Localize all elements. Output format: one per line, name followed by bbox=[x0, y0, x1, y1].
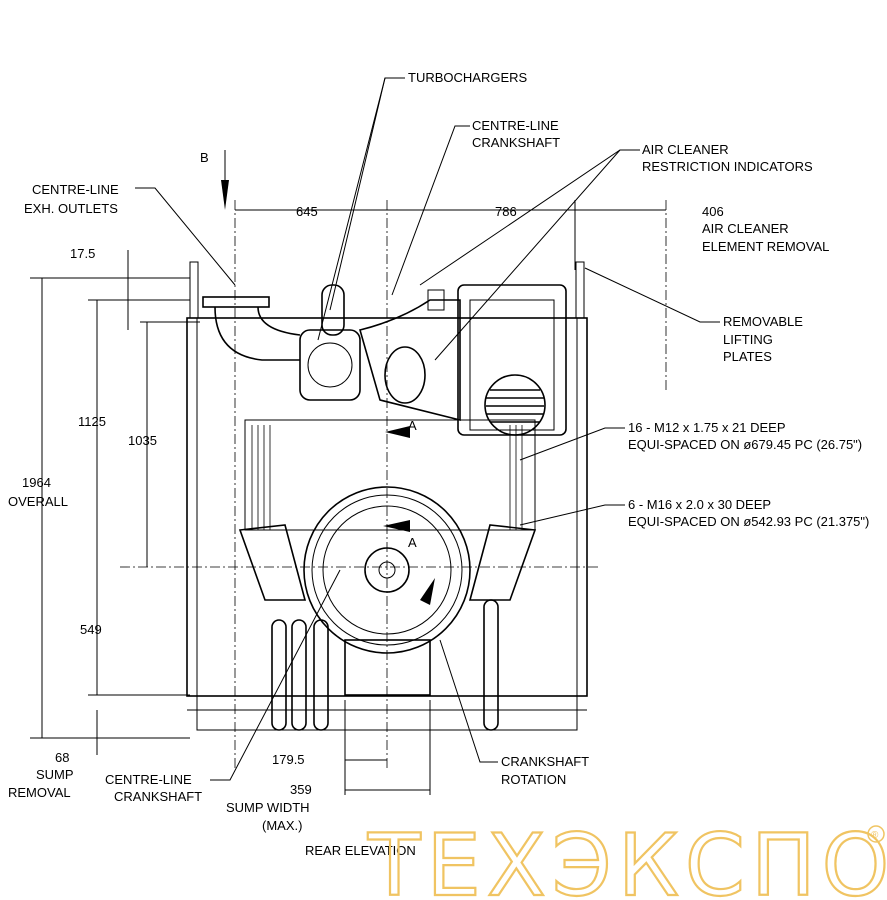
registered-mark-icon bbox=[867, 825, 885, 843]
view-arrow-b: B bbox=[200, 150, 209, 165]
label-sump-max: (MAX.) bbox=[262, 818, 302, 833]
label-sump-removal-1: SUMP bbox=[36, 767, 74, 782]
dim-549: 549 bbox=[80, 622, 102, 637]
dim-17-5: 17.5 bbox=[70, 246, 95, 261]
label-holes-m12-2: EQUI-SPACED ON ø679.45 PC (26.75") bbox=[628, 437, 862, 452]
label-sump-removal-2: REMOVAL bbox=[8, 785, 71, 800]
label-turbochargers: TURBOCHARGERS bbox=[408, 70, 528, 85]
label-air-removal-1: AIR CLEANER bbox=[702, 221, 789, 236]
dim-1964: 1964 bbox=[22, 475, 51, 490]
dim-406: 406 bbox=[702, 204, 724, 219]
label-holes-m16-2: EQUI-SPACED ON ø542.93 PC (21.375") bbox=[628, 514, 869, 529]
label-cl-crankshaft-bottom-1: CENTRE-LINE bbox=[105, 772, 192, 787]
label-air-removal-2: ELEMENT REMOVAL bbox=[702, 239, 829, 254]
view-title: REAR ELEVATION bbox=[305, 843, 416, 858]
label-holes-m12-1: 16 - M12 x 1.75 x 21 DEEP bbox=[628, 420, 786, 435]
dim-786: 786 bbox=[495, 204, 517, 219]
label-cl-crankshaft-top-2: CRANKSHAFT bbox=[472, 135, 560, 150]
air-cleaner-grille bbox=[486, 389, 544, 423]
dimension-lines bbox=[30, 150, 666, 795]
leader-lines bbox=[135, 77, 720, 781]
label-rotation-2: ROTATION bbox=[501, 772, 566, 787]
label-lifting-2: LIFTING bbox=[723, 332, 773, 347]
section-mark-a-2: A bbox=[408, 535, 417, 550]
watermark-logo: ТЕХЭКСПО bbox=[367, 816, 887, 900]
label-holes-m16-1: 6 - M16 x 2.0 x 30 DEEP bbox=[628, 497, 771, 512]
dim-179-5: 179.5 bbox=[272, 752, 305, 767]
label-rotation-1: CRANKSHAFT bbox=[501, 754, 589, 769]
label-air-cleaner-1: AIR CLEANER bbox=[642, 142, 729, 157]
label-cl-exh-2: EXH. OUTLETS bbox=[24, 201, 118, 216]
registered-mark: ® bbox=[871, 830, 879, 841]
label-lifting-1: REMOVABLE bbox=[723, 314, 803, 329]
dim-68: 68 bbox=[55, 750, 69, 765]
label-cl-crankshaft-bottom-2: CRANKSHAFT bbox=[114, 789, 202, 804]
label-sump-width: SUMP WIDTH bbox=[226, 800, 310, 815]
dim-359: 359 bbox=[290, 782, 312, 797]
dim-1035: 1035 bbox=[128, 433, 157, 448]
label-lifting-3: PLATES bbox=[723, 349, 772, 364]
label-cl-exh-1: CENTRE-LINE bbox=[32, 182, 119, 197]
label-cl-crankshaft-top-1: CENTRE-LINE bbox=[472, 118, 559, 133]
label-air-cleaner-2: RESTRICTION INDICATORS bbox=[642, 159, 813, 174]
dim-1125: 1125 bbox=[78, 414, 106, 429]
dim-645: 645 bbox=[296, 204, 318, 219]
section-mark-a-1: A bbox=[408, 418, 417, 433]
label-overall: OVERALL bbox=[8, 494, 68, 509]
